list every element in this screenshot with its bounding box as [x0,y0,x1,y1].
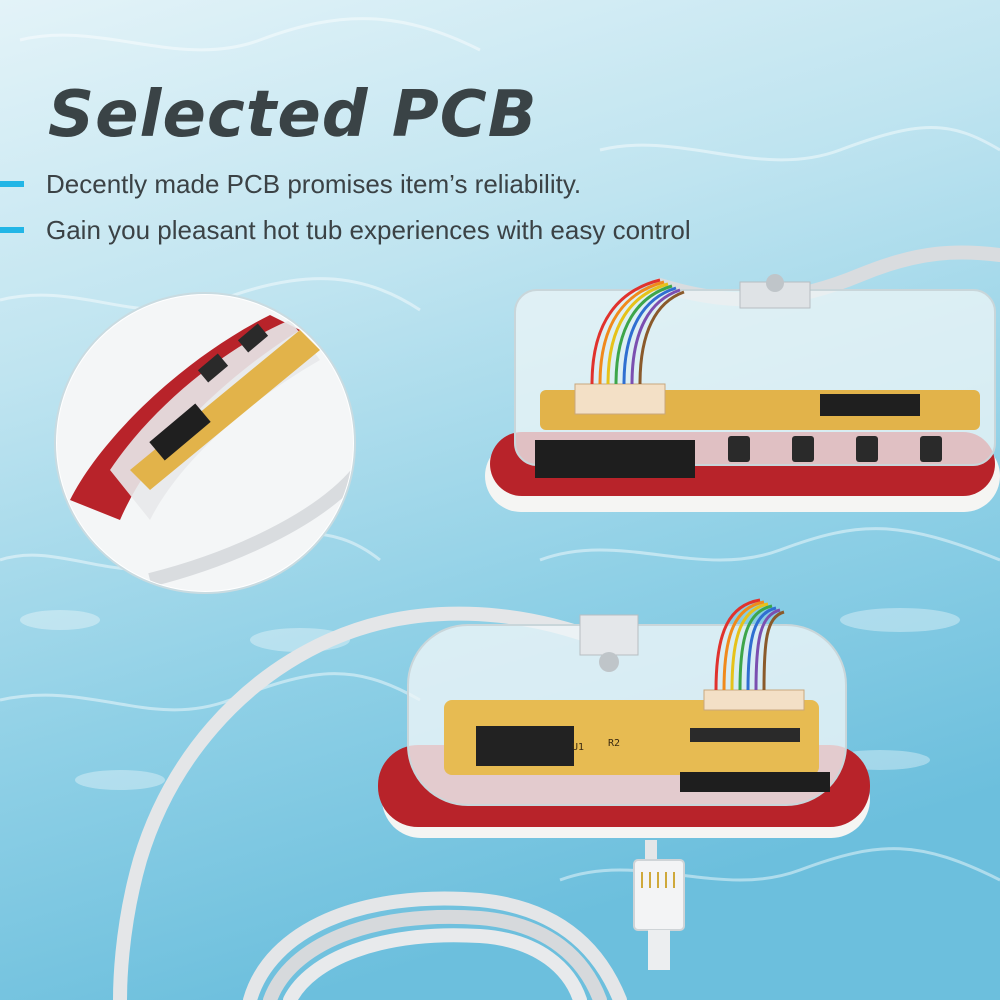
headline: Selected PCB [48,78,538,152]
bullet-marker [0,227,24,233]
bullet-item: Gain you pleasant hot tub experiences wi… [0,209,691,251]
bullet-text: Decently made PCB promises item’s reliab… [46,168,582,199]
bullet-marker [0,181,24,187]
bullet-item: Decently made PCB promises item’s reliab… [0,163,581,205]
upper-control-unit [485,274,1000,512]
zoom-inset [54,292,356,594]
flat-cable [113,606,627,1000]
resistor-label-r2: R2 [608,738,620,749]
chip-label-u1: U1 [572,742,584,753]
rj-connector [633,840,685,970]
lower-control-unit: U1 R2 [378,598,870,838]
bullet-text: Gain you pleasant hot tub experiences wi… [46,214,691,245]
